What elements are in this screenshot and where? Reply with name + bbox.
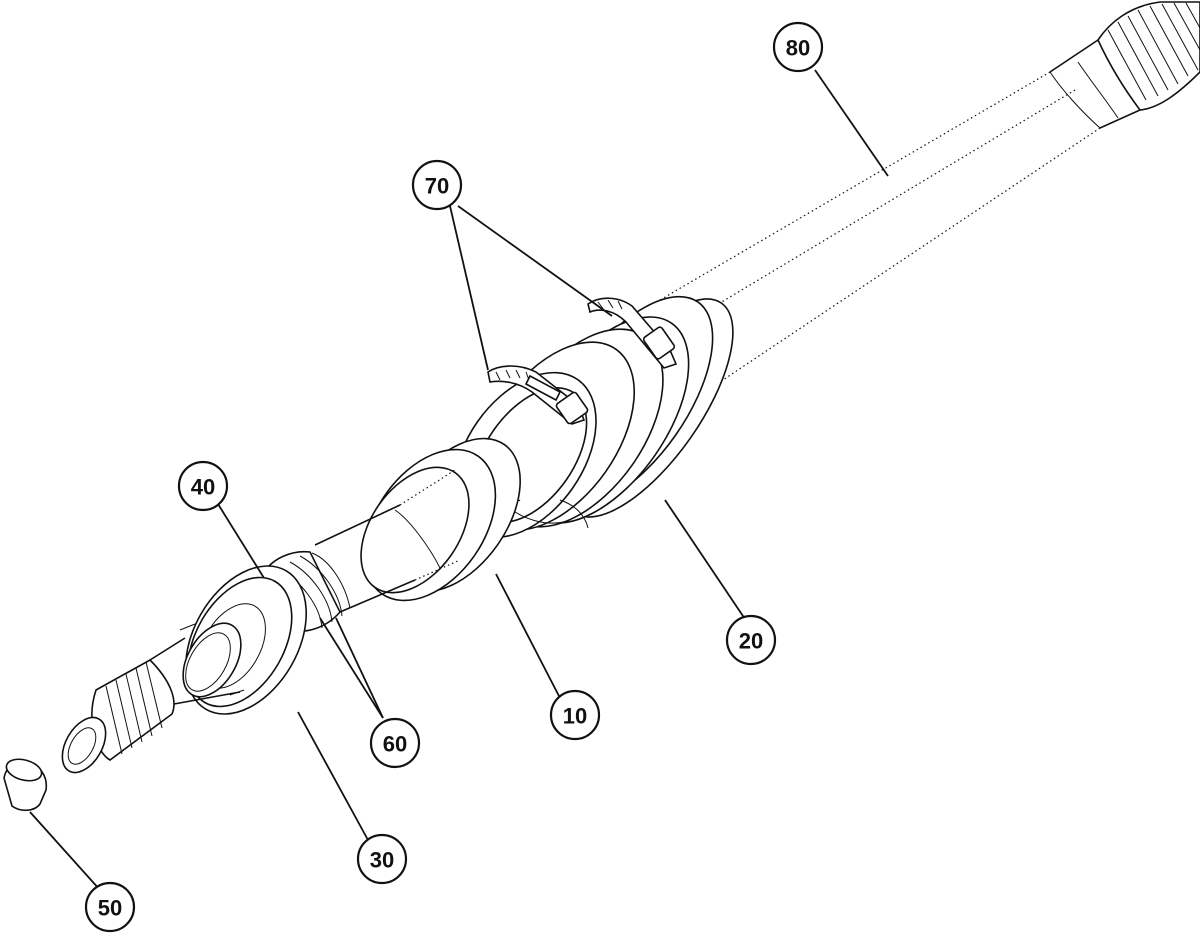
snap-ring-30 <box>129 622 245 713</box>
callout-50: 50 <box>84 881 136 933</box>
leader-lines <box>29 69 889 891</box>
callout-80: 80 <box>772 21 824 73</box>
cap-50 <box>3 758 48 812</box>
callout-60: 60 <box>369 717 421 769</box>
callout-60-label: 60 <box>383 732 407 757</box>
callout-30: 30 <box>356 833 408 885</box>
callout-10-label: 10 <box>563 704 587 729</box>
callout-70: 70 <box>411 159 463 211</box>
callout-80-label: 80 <box>786 36 810 61</box>
bearing-ring-10 <box>360 437 521 602</box>
callout-10: 10 <box>549 689 601 741</box>
callout-30-label: 30 <box>370 848 394 873</box>
callout-20-label: 20 <box>739 629 763 654</box>
clamps-70 <box>487 297 678 425</box>
callout-40-label: 40 <box>191 475 215 500</box>
callout-20: 20 <box>725 614 777 666</box>
callout-70-label: 70 <box>425 174 449 199</box>
stub-shaft <box>61 659 175 774</box>
callout-40: 40 <box>177 460 229 512</box>
shaft-80 <box>659 1 1200 393</box>
callout-50-label: 50 <box>98 896 122 921</box>
